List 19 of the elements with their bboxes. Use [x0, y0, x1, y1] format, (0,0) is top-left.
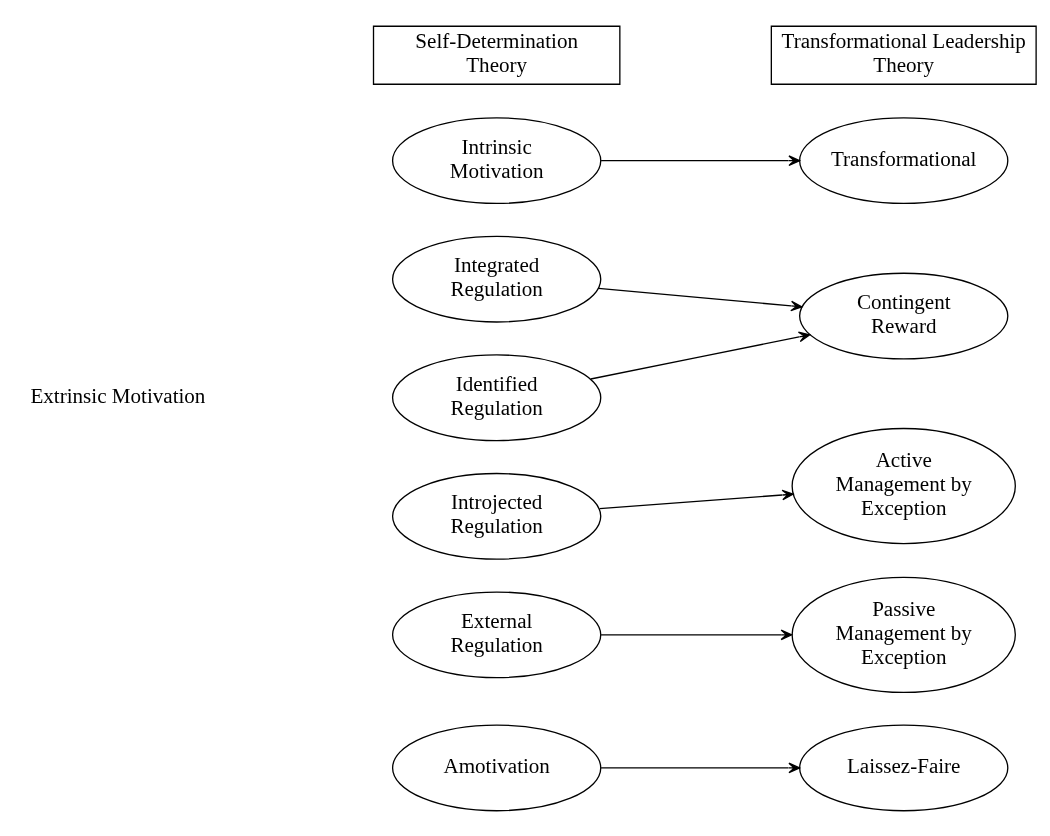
- node-ellipse: Introjected Regulation: [391, 472, 602, 560]
- arrow: [600, 628, 793, 640]
- node-ellipse: Identified Regulation: [391, 353, 602, 441]
- node-ellipse: Passive Management by Exception: [791, 576, 1016, 693]
- node-ellipse: Transformational: [799, 116, 1009, 204]
- node-box: Self-Determination Theory: [372, 25, 621, 85]
- arrow: [590, 331, 811, 380]
- node-ellipse: Laissez-Faire: [799, 723, 1009, 811]
- node-ellipse: Intrinsic Motivation: [391, 116, 602, 204]
- node-ellipse: Integrated Regulation: [391, 235, 602, 323]
- node-ellipse: Amotivation: [391, 723, 602, 811]
- label: Extrinsic Motivation: [30, 383, 206, 408]
- node-box: Transformational Leadership Theory: [770, 25, 1037, 85]
- arrow: [600, 154, 801, 166]
- node-ellipse: External Regulation: [391, 590, 602, 678]
- arrow: [600, 762, 801, 773]
- node-ellipse: Active Management by Exception: [791, 427, 1016, 544]
- arrow: [598, 489, 794, 509]
- arrow: [597, 287, 803, 311]
